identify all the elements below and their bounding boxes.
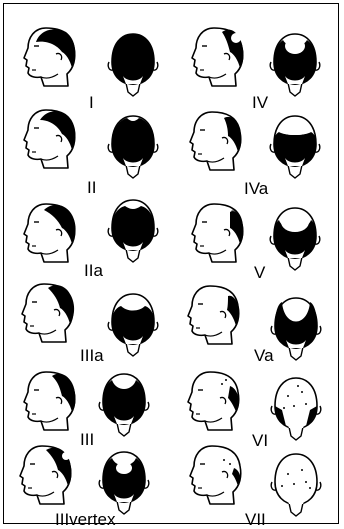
stage-I-profile (24, 28, 75, 86)
stage-IIIa-top (108, 294, 158, 356)
stage-IIa-top (108, 200, 158, 262)
stage-label-IIIvertex: IIIvertex (55, 511, 115, 528)
stage-label-IIa: IIa (84, 262, 103, 279)
stage-III-profile (24, 372, 76, 430)
stage-label-Va: Va (254, 347, 274, 364)
stage-label-VII: VII (245, 511, 266, 528)
stage-VI-top (271, 378, 321, 440)
stage-IIIa-profile (22, 284, 74, 342)
stage-III-top (99, 374, 149, 436)
stage-IIa-profile (24, 204, 76, 262)
stage-IV-top (270, 34, 320, 96)
stage-VII-profile (190, 446, 241, 504)
stage-VII-top (271, 454, 321, 516)
stage-label-V: V (254, 264, 265, 281)
stage-IV-profile (192, 28, 244, 86)
stage-IVa-top (270, 116, 320, 178)
stage-Va-profile (188, 286, 239, 344)
stage-IVa-profile (190, 112, 241, 170)
stage-label-III: III (80, 431, 94, 448)
stage-label-I: I (89, 94, 94, 111)
stage-V-top (270, 208, 320, 270)
stage-Va-top (271, 298, 321, 360)
stage-IIIvertex-top (99, 452, 149, 514)
stage-IIIvertex-profile (20, 446, 72, 504)
stage-label-IV: IV (252, 94, 268, 111)
stage-II-profile (24, 110, 75, 168)
stage-I-top (108, 34, 158, 96)
stage-II-top (108, 116, 158, 178)
stage-VI-profile (188, 372, 239, 430)
stage-label-IVa: IVa (244, 180, 268, 197)
stage-label-IIIa: IIIa (80, 347, 104, 364)
stage-label-VI: VI (252, 432, 268, 449)
stage-label-II: II (87, 179, 96, 196)
stage-V-profile (192, 204, 243, 262)
